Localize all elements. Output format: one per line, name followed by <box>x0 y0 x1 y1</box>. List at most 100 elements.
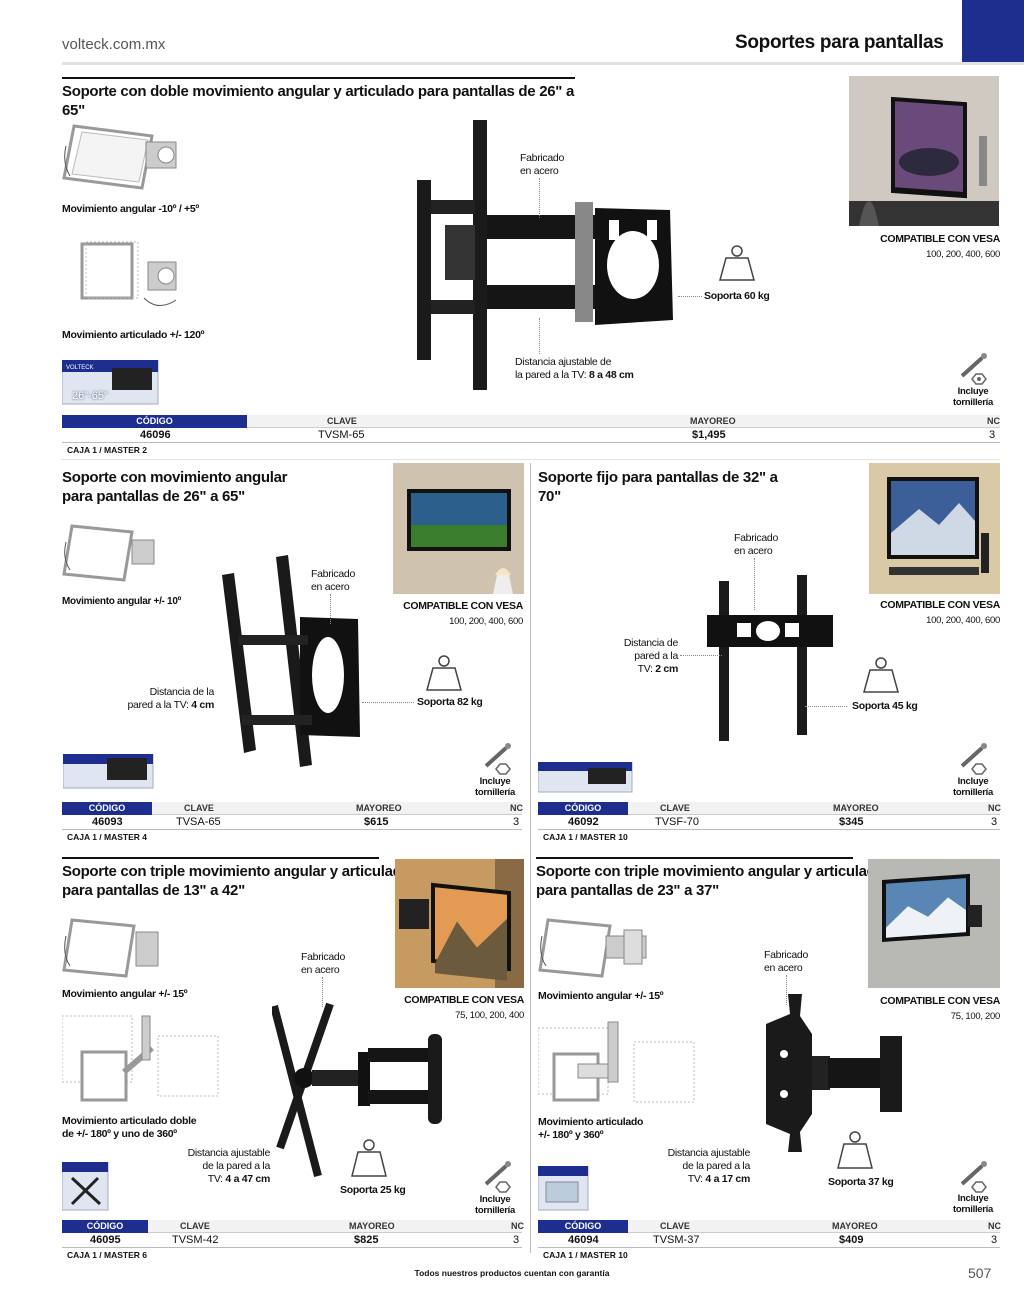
code-value: 46092 <box>568 816 599 828</box>
nc-value: 3 <box>513 1234 520 1246</box>
weight-label: Soporta 25 kg <box>340 1184 406 1196</box>
table-header <box>62 1220 522 1233</box>
articulated-movement-diagram <box>62 1015 219 1102</box>
product-photo <box>869 463 1000 594</box>
mayoreo-value: $409 <box>839 1234 864 1246</box>
mayoreo-header: MAYOREO <box>833 803 879 813</box>
clave-value: TVSA-65 <box>176 816 221 828</box>
articulated-movement-label: Movimiento articulado +/- 180º y 360º <box>538 1116 644 1141</box>
angular-movement-diagram <box>62 524 155 582</box>
tornilleria-label: Incluye tornillería <box>953 1193 993 1215</box>
angular-movement-diagram <box>62 918 159 978</box>
weight-icon <box>863 657 899 693</box>
svg-text:VOLTECK: VOLTECK <box>66 365 94 371</box>
clave-header: CLAVE <box>327 416 357 426</box>
spec-table: CÓDIGO CLAVE MAYOREO NC 46095 TVSM-42 $8… <box>62 1220 524 1260</box>
column-divider <box>530 463 531 1253</box>
product-title: Soporte con movimiento angular para pant… <box>62 469 288 505</box>
box-quantity: CAJA 1 / MASTER 2 <box>67 445 147 455</box>
distance-label: Distancia de la pared a la TV: 4 cm <box>127 686 214 711</box>
table-rule <box>538 829 1000 830</box>
clave-value: TVSF-70 <box>655 816 700 828</box>
code-header: CÓDIGO <box>62 1220 148 1233</box>
header-rule <box>62 62 1024 65</box>
box-size-label: 26"-65" <box>72 390 108 402</box>
fabricado-label: Fabricado en acero <box>520 152 564 177</box>
code-value: 46095 <box>90 1234 121 1246</box>
mayoreo-value: $825 <box>354 1234 379 1246</box>
product-title: Soporte con triple movimiento angular y … <box>536 857 893 900</box>
articulated-movement-label: Movimiento articulado +/- 120º <box>62 329 205 341</box>
fabricado-label: Fabricado en acero <box>764 949 808 974</box>
code-value: 46093 <box>92 816 123 828</box>
vesa-sizes: 75, 100, 200, 400 <box>455 1010 524 1021</box>
vesa-title: COMPATIBLE CON VESA <box>880 995 1000 1007</box>
articulated-movement-label: Movimiento articulado doble de +/- 180º … <box>62 1115 197 1140</box>
screw-icon <box>960 353 987 385</box>
angular-movement-label: Movimiento angular +/- 10º <box>62 596 181 607</box>
clave-header: CLAVE <box>660 1221 690 1231</box>
clave-value: TVSM-42 <box>172 1234 219 1246</box>
box-quantity: CAJA 1 / MASTER 6 <box>67 1250 147 1260</box>
product-box-image <box>538 762 633 793</box>
screw-icon <box>960 1161 987 1193</box>
mount-product-image <box>417 120 673 390</box>
clave-header: CLAVE <box>184 803 214 813</box>
clave-header: CLAVE <box>180 1221 210 1231</box>
tornilleria-label: Incluye tornillería <box>475 1194 515 1216</box>
spec-table: CÓDIGO CLAVE MAYOREO NC 46092 TVSF-70 $3… <box>538 802 1001 842</box>
tornilleria-label: Incluye tornillería <box>953 776 993 798</box>
screw-icon <box>484 743 511 775</box>
angular-movement-label: Movimiento angular +/- 15º <box>62 988 188 1000</box>
callout-line <box>754 558 755 610</box>
distance-label: Distancia ajustable de la pared a la TV:… <box>187 1147 271 1185</box>
page-number: 507 <box>968 1265 992 1281</box>
vesa-title: COMPATIBLE CON VESA <box>880 599 1000 611</box>
product-box-image <box>62 1162 109 1211</box>
weight-icon <box>351 1139 387 1177</box>
screw-icon <box>484 1161 511 1193</box>
product-photo <box>849 76 999 226</box>
row-divider <box>62 459 1000 460</box>
product-box-image <box>63 754 154 789</box>
table-header <box>538 1220 1000 1233</box>
weight-icon <box>426 655 462 691</box>
category-title: Soportes para pantallas <box>735 32 944 53</box>
vesa-sizes: 75, 100, 200 <box>950 1011 1001 1022</box>
clave-value: TVSM-65 <box>318 429 365 441</box>
box-quantity: CAJA 1 / MASTER 4 <box>67 832 147 842</box>
box-quantity: CAJA 1 / MASTER 10 <box>543 832 628 842</box>
nc-value: 3 <box>513 816 520 828</box>
callout-line <box>539 178 540 218</box>
distance-label: Distancia de pared a la TV: 2 cm <box>623 637 678 675</box>
warranty-note: Todos nuestros productos cuentan con gar… <box>414 1268 610 1278</box>
distance-label: Distancia ajustable de la pared a la TV:… <box>667 1147 751 1185</box>
mayoreo-value: $615 <box>364 816 389 828</box>
angular-movement-label: Movimiento angular -10º / +5º <box>62 203 199 215</box>
vesa-title: COMPATIBLE CON VESA <box>403 600 523 612</box>
mount-product-image <box>222 555 360 767</box>
mayoreo-value: $1,495 <box>692 429 726 441</box>
mayoreo-header: MAYOREO <box>690 416 736 426</box>
callout-line <box>330 594 331 624</box>
distance-label: Distancia ajustable de la pared a la TV:… <box>515 356 634 381</box>
product-title: Soporte con triple movimiento angular y … <box>62 857 419 900</box>
table-rule <box>62 1247 522 1248</box>
code-header: CÓDIGO <box>62 415 247 428</box>
spec-table: CÓDIGO CLAVE MAYOREO NC 46093 TVSA-65 $6… <box>62 802 523 842</box>
weight-label: Soporta 45 kg <box>852 700 918 712</box>
mayoreo-value: $345 <box>839 816 864 828</box>
table-rule <box>62 442 1000 443</box>
spec-table: CÓDIGO CLAVE MAYOREO NC 46096 TVSM-65 $1… <box>62 415 1000 455</box>
weight-label: Soporta 82 kg <box>417 696 483 708</box>
product-title: Soporte fijo para pantallas de 32" a 70" <box>538 469 778 505</box>
table-header <box>62 802 522 815</box>
mount-product-image <box>707 575 833 741</box>
product-photo <box>395 859 524 988</box>
vesa-sizes: 100, 200, 400, 600 <box>449 616 523 627</box>
nc-header: NC <box>988 803 1001 813</box>
mayoreo-header: MAYOREO <box>356 803 402 813</box>
callout-line <box>362 702 414 703</box>
table-header <box>538 802 1000 815</box>
weight-icon <box>719 245 755 281</box>
